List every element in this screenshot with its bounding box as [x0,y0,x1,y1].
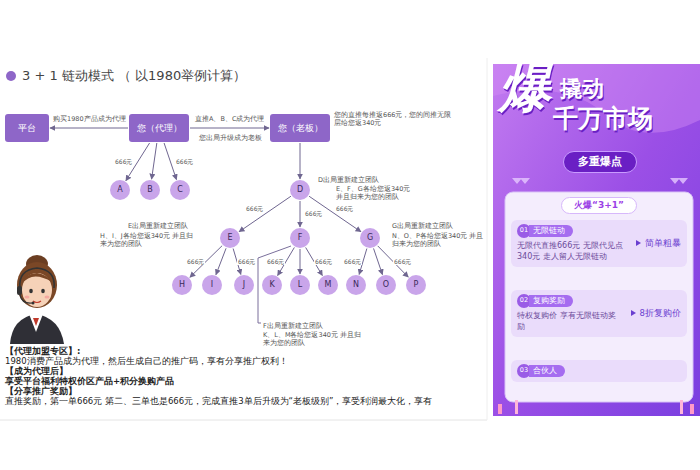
node-label: N [353,280,359,290]
note-text: 【分享推广奖励】 [5,386,345,397]
edge-label: 666元 [335,205,354,212]
node-label: P [414,280,419,290]
member-circle: B [140,180,160,200]
note-text: 您出局升级成为老板 [190,134,270,142]
edge-label: 666元 [314,258,333,265]
note-text: F出局重新建立团队 [263,322,358,330]
note-text: 您的直推每推返666元，您的间推无限层给您返340元 [334,111,452,127]
edge-label: 666元 [343,258,362,265]
note-text: H、I、J各给您返340元 并且归来为您的团队 [100,232,200,248]
edge-label: 666元 [393,258,412,265]
node-label: J [243,280,245,290]
node-label: A [117,185,122,195]
member-circle: D [290,180,310,200]
banner-pill: 多重爆点 [563,151,637,173]
edge-label: 666元 [186,258,205,265]
note-text: 1980消费产品成为代理，然后生成自己的推广码，享有分享推广权利！ [5,356,345,367]
feature-text: 特权复购价 享有无限链动奖励 [517,311,623,333]
node-label: K [269,280,274,290]
member-circle: P [406,275,426,295]
note-text: 爆 [499,62,561,114]
node-label: E [227,233,232,243]
feature-tag: 无限链动 [529,225,573,237]
process-box: 平台 [5,114,49,142]
edge-label: 666元 [175,158,194,165]
edge-label: 666元 [304,210,323,217]
card-header: 02复购奖励 [517,294,623,308]
note-text: K、L、M各给您返340元 并且归来为您的团队 [263,331,365,347]
node-label: G [367,233,373,243]
note-text: 撬动 [560,78,640,100]
note-text: 千万市场 [553,106,665,131]
note-text: 【代理加盟专区】: [5,346,345,357]
connector [374,248,383,274]
edge-label: 直推A、B、C成为代理 [194,116,265,124]
node-label: 平台 [18,123,36,134]
connector [300,201,301,227]
node-label: C [177,185,183,195]
feature-text: 无限代直推666元 无限代见点340元 走人留人无限链动 [517,241,623,263]
node-label: 您（老板） [278,123,323,134]
note-text: E、F、G各给您返340元 并且归来为您的团队 [336,185,418,201]
card-header: 03合伙人 [517,364,681,378]
node-label: D [297,185,303,195]
node-label: O [383,280,389,290]
member-circle: L [290,275,310,295]
connector [216,248,226,274]
note-text: 享受平台福利特权价区产品+积分换购产品 [5,376,345,387]
feature-card: 01无限链动无限代直推666元 无限代见点340元 走人留人无限链动 简单粗暴 [511,220,687,267]
member-circle: M [318,275,338,295]
edge-label: 666元 [245,205,264,212]
note-text: N、O、P各给您返340元 并且归来为您的团队 [392,232,484,248]
feature-card: 03合伙人 [511,360,687,382]
note-text: 直推奖励，第一单666元 第二、三单也是666元，完成直推3单后升级为“老板级别… [5,396,485,407]
member-circle: N [346,275,366,295]
member-circle: I [202,275,222,295]
edge-label: 666元 [237,258,256,265]
feature-tag: 复购奖励 [529,295,573,307]
member-circle: E [220,228,240,248]
member-circle: H [172,275,192,295]
feature-summary: 简单粗暴 [645,238,681,248]
note-text: D出局重新建立团队 [318,176,408,184]
edge-label: 666元 [114,158,133,165]
node-label: 您（代理） [137,123,182,134]
node-label: F [298,233,303,243]
member-circle: J [234,275,254,295]
node-label: B [147,185,153,195]
process-box: 您（代理） [129,114,189,142]
card-header: 01无限链动 [517,224,623,238]
connector [300,249,301,274]
note-text: G出局重新建立团队 [392,222,478,230]
connector [300,143,301,179]
node-label: M [325,280,332,290]
member-circle: A [110,180,130,200]
diagram-title: 3 + 1 链动模式 （ 以1980举例计算） [22,68,246,84]
node-label: 火爆“3+1” [574,200,624,211]
connector [152,143,157,179]
connector [190,128,269,129]
note-text: E出局重新建立团队 [128,222,214,230]
note-text: 【成为代理后】 [5,366,345,377]
tag-pill: 火爆“3+1” [561,197,637,214]
edge-label: 购买1980产品成为代理 [52,116,127,124]
member-circle: C [170,180,190,200]
process-box: 您（老板） [270,114,330,142]
member-circle: O [376,275,396,295]
node-label: L [298,280,302,290]
connector [239,196,291,232]
member-circle: F [290,228,310,248]
node-label: 多重爆点 [578,155,622,168]
edge-label: 666元 [266,258,285,265]
member-circle: K [262,275,282,295]
member-circle: G [360,228,380,248]
feature-summary: 8折复购价 [640,308,681,318]
feature-card: 02复购奖励特权复购价 享有无限链动奖励 8折复购价 [511,290,687,337]
node-label: I [211,280,213,290]
node-label: H [179,280,185,290]
connector [50,128,128,129]
feature-tag: 合伙人 [529,365,565,377]
